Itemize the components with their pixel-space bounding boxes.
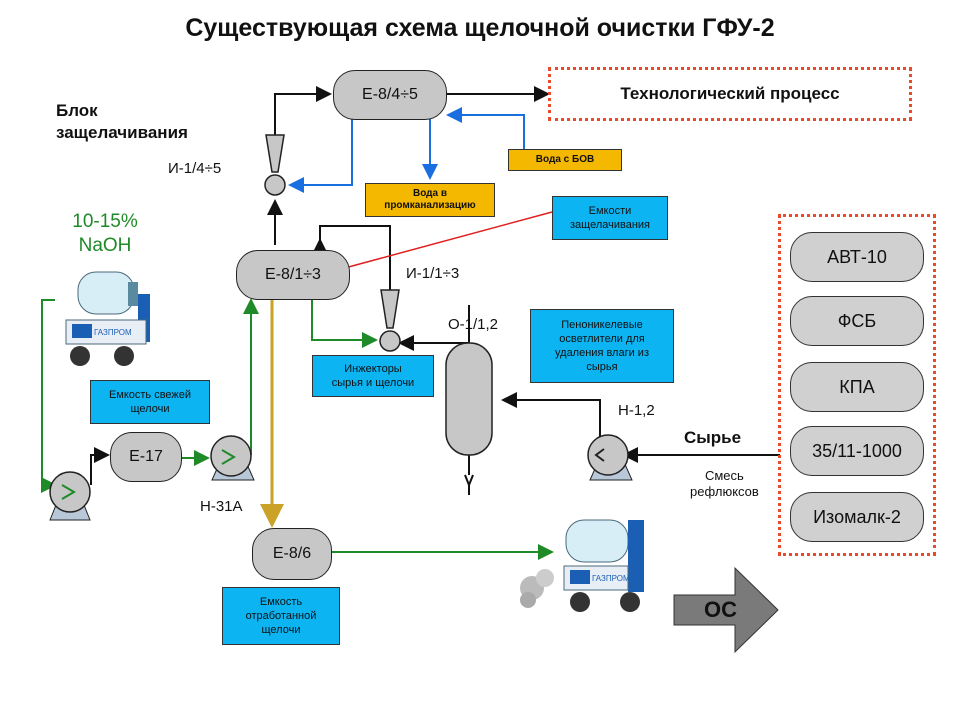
- label-smes-line1: Смесь: [704, 468, 744, 483]
- label-i113: И-1/1÷3: [406, 265, 460, 282]
- penonikel-line4: сырья: [586, 361, 618, 373]
- pump-left: [49, 471, 91, 521]
- label-o112: О-1/1,2: [448, 316, 499, 333]
- otrab-line3: щелочи: [261, 624, 301, 636]
- water-prom-line2: промканализацию: [384, 200, 476, 211]
- water-bov-box: Вода с БОВ: [508, 149, 622, 171]
- svezh-line2: щелочи: [130, 403, 170, 415]
- box-injectors: Инжекторы сырья и щелочи: [312, 355, 434, 397]
- truck2-logo: ГАЗПРОМ: [592, 574, 630, 583]
- source-35-11: 35/11-1000: [790, 426, 924, 476]
- green-lines: [41, 290, 554, 560]
- vessel-e17: Е-17: [110, 432, 182, 482]
- block-label-line2: защелачивания: [56, 123, 188, 142]
- os-label: ОС: [704, 597, 737, 622]
- label-smes-line2: рефлюксов: [690, 484, 759, 499]
- waste-truck: ГАЗПРОМ: [520, 519, 644, 612]
- source-kpa: КПА: [790, 362, 924, 412]
- naoh-label: 10-15% NaOH: [60, 210, 150, 258]
- label-smes: Смесь рефлюксов: [690, 468, 759, 500]
- block-label-line1: Блок: [56, 101, 98, 120]
- red-line: [328, 211, 553, 276]
- black-lines: [90, 86, 780, 495]
- source-avt10: АВТ-10: [790, 232, 924, 282]
- blue-lines: [288, 107, 525, 193]
- label-h12: Н-1,2: [618, 402, 655, 419]
- label-syrye: Сырье: [684, 428, 742, 447]
- naoh-concentration: 10-15%: [72, 211, 138, 232]
- vessel-e8-13: Е-8/1÷3: [236, 250, 350, 300]
- otrab-line1: Емкость: [259, 596, 303, 608]
- svezh-line1: Емкость свежей: [108, 389, 192, 401]
- penonikel-line3: удаления влаги из: [555, 347, 649, 359]
- injector-i145: [264, 134, 286, 196]
- water-prom-line1: Вода в: [412, 188, 448, 199]
- source-fsb: ФСБ: [790, 296, 924, 346]
- injectors-line2: сырья и щелочи: [331, 377, 415, 389]
- otrab-line2: отработанной: [245, 610, 317, 622]
- water-prom-box: Вода в промканализацию: [365, 183, 495, 217]
- page-title: Существующая схема щелочной очистки ГФУ-…: [185, 14, 775, 42]
- column-o112: [445, 342, 493, 456]
- vessel-e8-45: Е-8/4÷5: [333, 70, 447, 120]
- box-otrab: Емкость отработанной щелочи: [222, 587, 340, 645]
- pump-h31a: [210, 435, 255, 481]
- emk-zashch-line2: защелачивания: [569, 219, 651, 231]
- box-svezh: Емкость свежей щелочи: [90, 380, 210, 424]
- truck1-logo: ГАЗПРОМ: [94, 328, 132, 337]
- source-izomalk: Изомалк-2: [790, 492, 924, 542]
- naoh-truck: ГАЗПРОМ: [65, 271, 150, 366]
- vessel-e86: Е-8/6: [252, 528, 332, 580]
- penonikel-line2: осветлители для: [559, 333, 645, 345]
- penonikel-line1: Пенонике­левые: [561, 319, 643, 331]
- label-i145: И-1/4÷5: [168, 160, 222, 177]
- emk-zashch-line1: Емкости: [588, 205, 632, 217]
- injectors-line1: Инжекторы: [344, 363, 402, 375]
- pump-h12: [587, 434, 633, 481]
- block-label: Блок защелачивания: [56, 100, 188, 144]
- tech-process-box: Технологический процесс: [548, 67, 912, 121]
- os-arrow: [673, 566, 779, 654]
- label-h31a: Н-31А: [200, 498, 243, 515]
- box-penonikel: Пенонике­левые осветлители для удаления вл…: [530, 309, 674, 383]
- naoh-formula: NaOH: [78, 235, 132, 256]
- box-emk-zashch: Емкости защелачивания: [552, 196, 668, 240]
- sources-panel: [778, 214, 936, 556]
- injector-i113: [379, 289, 401, 352]
